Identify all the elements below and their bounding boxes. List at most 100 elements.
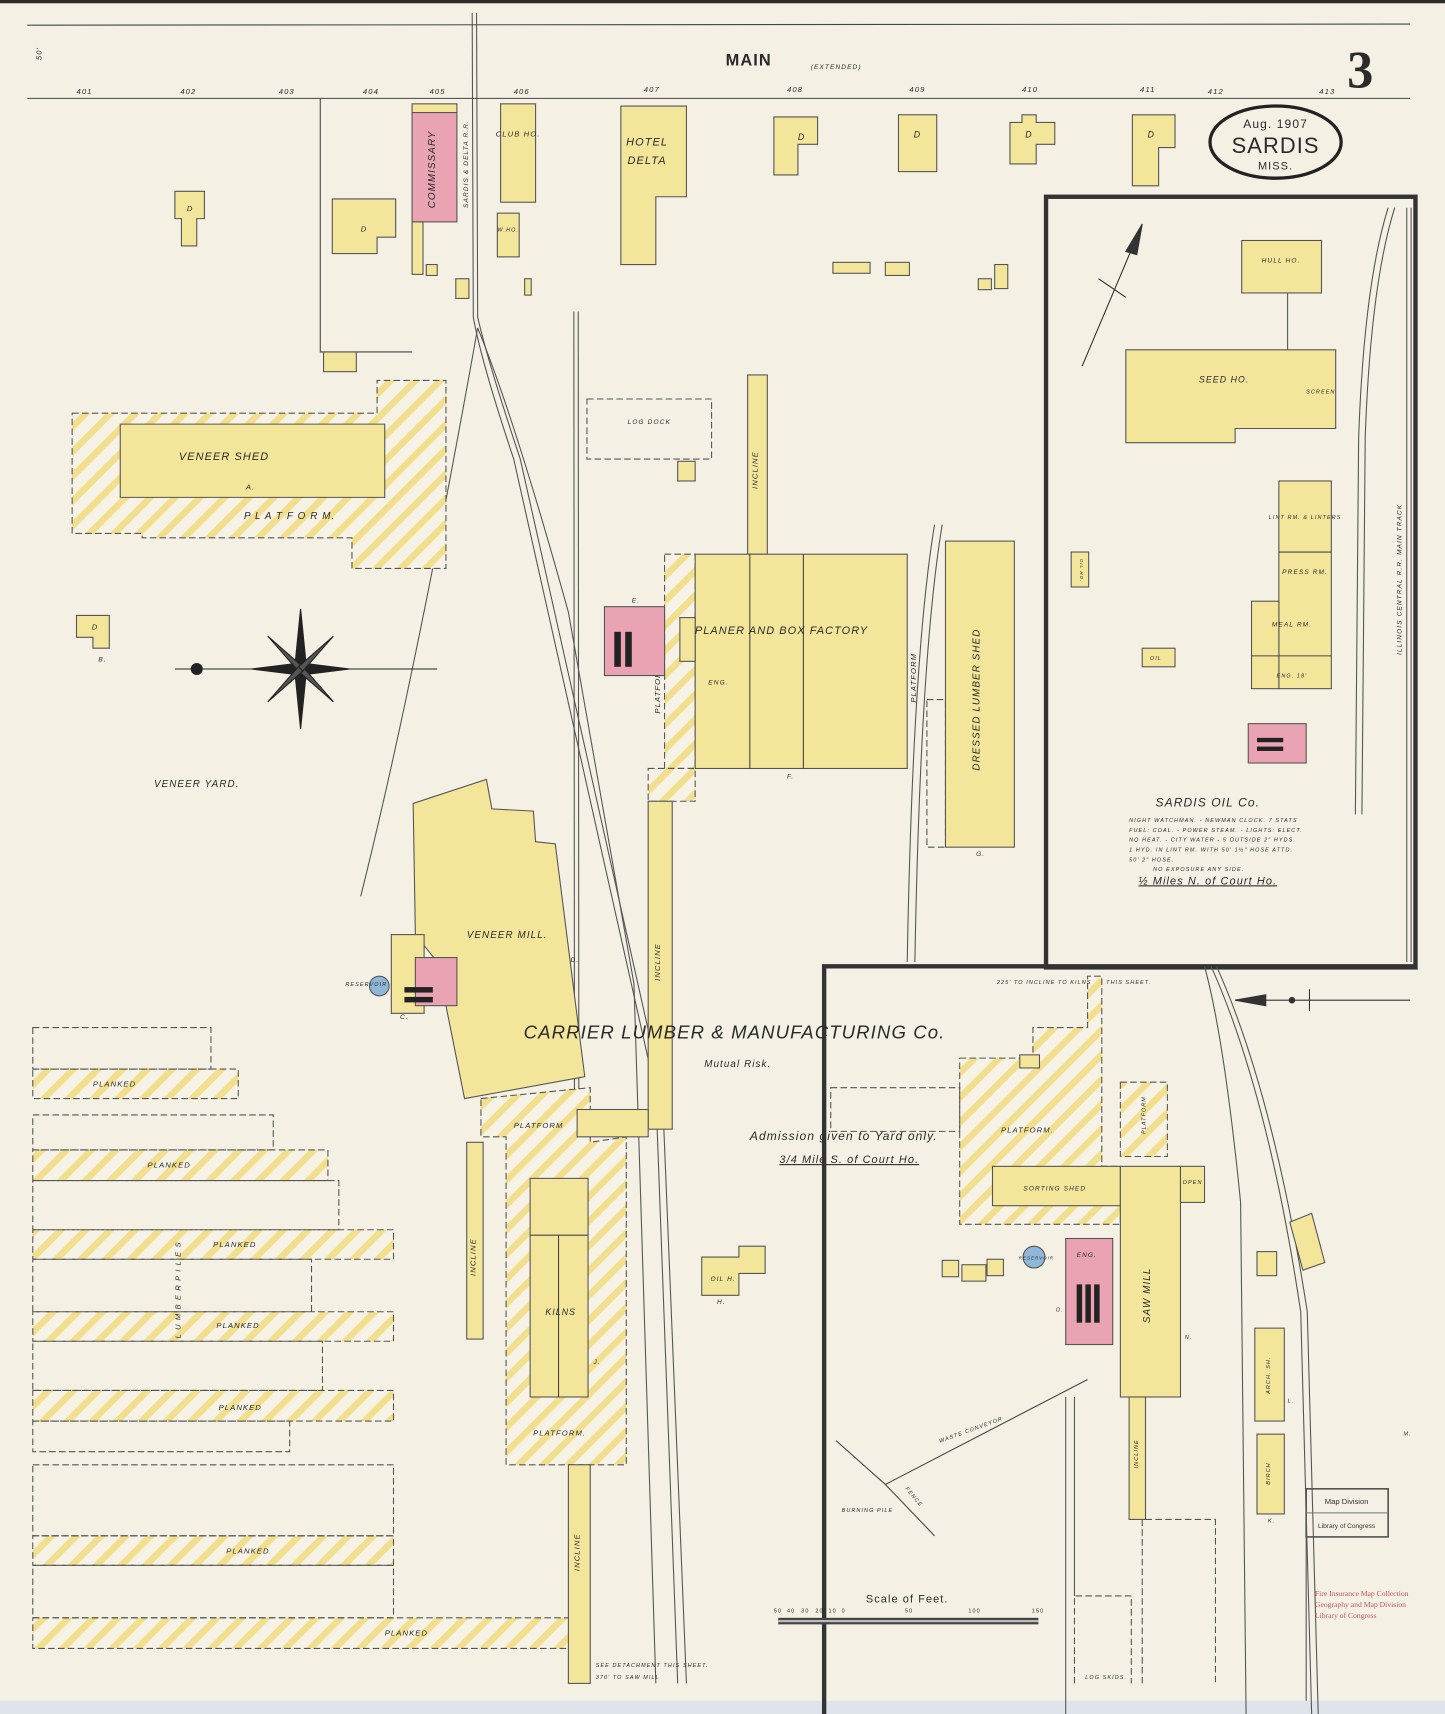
kilns-label: KILNS bbox=[545, 1307, 576, 1317]
oil-co-distance: ½ Miles N. of Court Ho. bbox=[1138, 875, 1277, 887]
oil-house-key: H. bbox=[717, 1299, 726, 1306]
sheet-number: 3 bbox=[1347, 41, 1374, 99]
incline-label: INCLINE bbox=[468, 1238, 477, 1276]
screen-label: SCREEN bbox=[1306, 390, 1335, 396]
company-title: CARRIER LUMBER & MANUFACTURING Co. bbox=[524, 1021, 946, 1042]
planer-eng-label: ENG. bbox=[708, 679, 728, 686]
dwelling-label: D bbox=[187, 204, 194, 213]
hotel-label: DELTA bbox=[628, 155, 667, 167]
planked-label: PLANKED bbox=[213, 1240, 256, 1249]
lot-number: 401 bbox=[77, 87, 93, 96]
saw-mill-label: SAW MILL bbox=[1142, 1268, 1153, 1324]
scale-tick: 50 bbox=[905, 1608, 913, 1614]
lot-number: 409 bbox=[909, 85, 925, 94]
scale-tick: 50 bbox=[774, 1608, 782, 1614]
dwelling-label: D bbox=[798, 132, 805, 142]
lint-room-label: LINT RM. & LINTERS bbox=[1269, 515, 1342, 521]
sardis-oil-co-inset: HULL HO. SEED HO. SCREEN LINT RM. & LINT… bbox=[1043, 194, 1418, 970]
incline-label: INCLINE bbox=[1134, 1439, 1140, 1468]
scale-tick: 40 bbox=[787, 1608, 795, 1614]
planer-label: PLANER AND BOX FACTORY bbox=[695, 625, 868, 637]
press-room-label: PRESS RM. bbox=[1282, 569, 1328, 576]
lot-number: 407 bbox=[644, 85, 660, 94]
oil-co-note: NO HEAT. - CITY WATER - 5 OUTSIDE 2" HYD… bbox=[1129, 838, 1296, 844]
oil-ho-label: OIL HO. bbox=[1079, 559, 1084, 583]
dwelling-label: D bbox=[914, 130, 921, 140]
oil-house-label: OIL H. bbox=[710, 1276, 735, 1283]
planked-label: PLANKED bbox=[385, 1628, 428, 1637]
street-name: MAIN bbox=[726, 52, 772, 70]
street-width: 50' bbox=[35, 47, 44, 60]
lot-number: 405 bbox=[430, 87, 446, 96]
incline-label: INCLINE bbox=[750, 451, 759, 489]
top-edge bbox=[0, 0, 1445, 4]
oil-house bbox=[701, 1245, 766, 1296]
arch-key: L. bbox=[1288, 1398, 1295, 1404]
eng-key: O. bbox=[1056, 1308, 1064, 1314]
dwelling-label: D bbox=[1148, 130, 1155, 140]
dressed-lumber-shed: DRESSED LUMBER SHED G. bbox=[926, 540, 1015, 858]
planer-box-factory: INCLINE INCLINE PLATFORM PLANER AND BOX … bbox=[603, 374, 918, 1130]
lot-number: 406 bbox=[514, 87, 530, 96]
lot-number: 402 bbox=[180, 87, 196, 96]
main-street-buildings: COMMISSARY SARDIS & DELTA R.R. CLUB HO. … bbox=[75, 98, 1176, 663]
oil-co-note: NO EXPOSURE ANY SIDE. bbox=[1153, 867, 1244, 873]
wash-house-label: W.HO. bbox=[497, 228, 519, 234]
admission-note: Admission given to Yard only. bbox=[749, 1129, 938, 1143]
scale-of-feet: Scale of Feet. 50 40 30 20 10 0 50 100 1… bbox=[774, 1594, 1043, 1625]
dwelling-label: D bbox=[92, 623, 99, 632]
commissary-label: COMMISSARY bbox=[427, 130, 438, 208]
oil-co-note: FUEL: COAL. - POWER STEAM. - LIGHTS: ELE… bbox=[1129, 828, 1303, 834]
planer-key: F. bbox=[787, 773, 794, 780]
lumber-piles-label: L U M B E R P I L E S bbox=[173, 1241, 182, 1338]
railroad-label: ILLINOIS CENTRAL R.R. MAIN TRACK bbox=[1396, 504, 1403, 655]
planked-label: PLANKED bbox=[219, 1403, 262, 1412]
veneer-yard-label: VENEER YARD. bbox=[154, 779, 240, 790]
reservoir-label: RESERVOIR bbox=[345, 982, 387, 988]
commissary bbox=[411, 112, 458, 223]
dwelling-label: D bbox=[1025, 130, 1032, 140]
oil-co-note: NIGHT WATCHMAN. - NEWMAN CLOCK. 7 STATS bbox=[1129, 818, 1298, 824]
boiler-key: C. bbox=[400, 1014, 409, 1021]
stamp-date: Aug. 1907 bbox=[1243, 117, 1308, 131]
stamp-town: SARDIS bbox=[1232, 133, 1320, 158]
lot-number: 411 bbox=[1140, 85, 1155, 94]
planked-label: PLANKED bbox=[216, 1321, 259, 1330]
dwelling-key: B. bbox=[98, 656, 106, 663]
m-key: M. bbox=[1403, 1431, 1411, 1437]
library-stamp-line: Library of Congress bbox=[1318, 1523, 1376, 1530]
lot-number: 403 bbox=[279, 87, 295, 96]
kilns: KILNS J. PLATFORM. PLATFORM INCLINE INCL… bbox=[466, 1087, 708, 1684]
platform-label: PLATFORM bbox=[653, 664, 662, 714]
saw-mill-key: N. bbox=[1185, 1335, 1193, 1341]
log-dock-label: LOG DOCK bbox=[628, 419, 671, 426]
lumber-piles: PLANKED PLANKED PLANKED PLANKED PLANKED … bbox=[32, 1026, 580, 1649]
date-town-stamp: Aug. 1907 SARDIS MISS. bbox=[1208, 104, 1343, 180]
stamp-state: MISS. bbox=[1258, 160, 1293, 172]
planked-label: PLANKED bbox=[226, 1546, 269, 1555]
veneer-mill-key: D. bbox=[571, 957, 580, 964]
planked-label: PLANKED bbox=[148, 1160, 191, 1169]
open-label: OPEN bbox=[1183, 1180, 1203, 1186]
incline-note: THIS SHEET. bbox=[1106, 980, 1151, 986]
club-house-label: CLUB HO. bbox=[496, 130, 541, 139]
platform-label: P L A T F O R M. bbox=[244, 511, 335, 522]
street-note: (EXTENDED) bbox=[811, 64, 862, 71]
sawmill-area: 225' TO INCLINE TO KILNS THIS SHEET. PLA… bbox=[821, 964, 1416, 1714]
hotel-label: HOTEL bbox=[626, 136, 668, 148]
burning-pile-label: BURNING PILE bbox=[842, 1508, 894, 1514]
compass-rose-icon bbox=[174, 608, 438, 730]
platform-label: PLATFORM bbox=[514, 1121, 564, 1130]
library-credit: Geography and Map Division bbox=[1315, 1600, 1406, 1609]
veneer-shed: VENEER SHED A. P L A T F O R M. bbox=[71, 379, 447, 569]
scale-tick: 10 bbox=[829, 1608, 837, 1614]
eng-label: ENG. bbox=[1077, 1252, 1097, 1259]
veneer-shed-label: VENEER SHED bbox=[179, 451, 269, 463]
library-stamp: Map Division Library of Congress Fire In… bbox=[1305, 1487, 1409, 1701]
library-stamp-line: Map Division bbox=[1325, 1497, 1369, 1506]
arch-shed-label: ARCH. SH. bbox=[1266, 1356, 1272, 1394]
incline-note: 225' TO INCLINE TO KILNS bbox=[996, 980, 1092, 986]
scale-title: Scale of Feet. bbox=[866, 1594, 949, 1606]
birch-label: BIRCH bbox=[1266, 1462, 1272, 1484]
